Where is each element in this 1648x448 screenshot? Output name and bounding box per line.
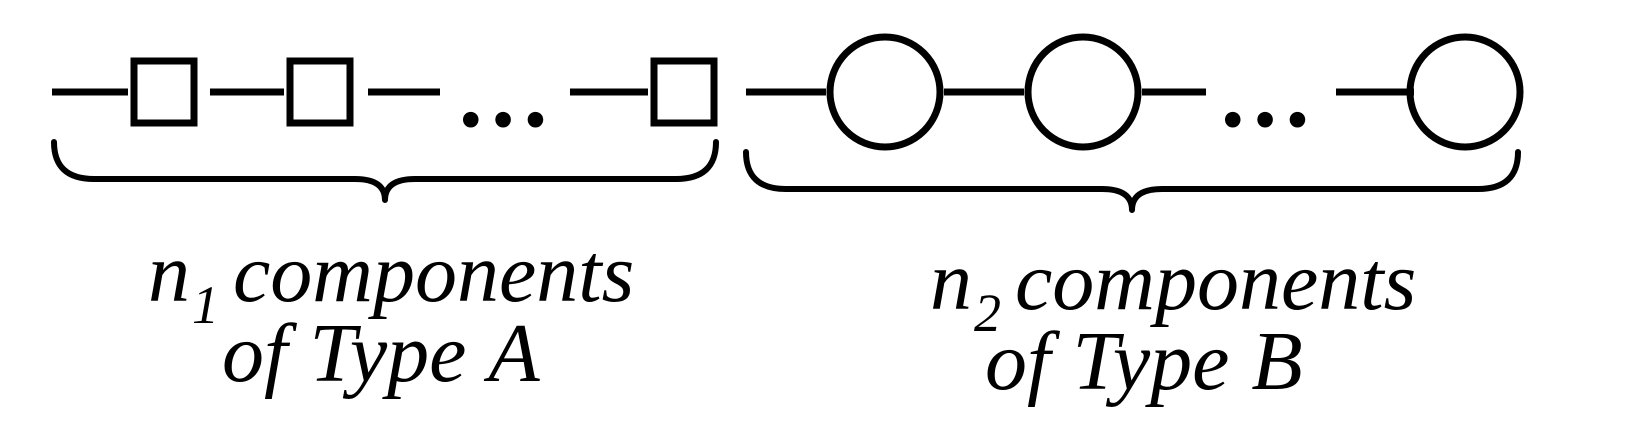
chain-type-a: … [52, 40, 718, 147]
components-word-a: components [233, 227, 635, 320]
type-word-b: Type [1072, 315, 1230, 408]
components-word-b: components [1015, 235, 1417, 328]
component-square [650, 57, 718, 127]
brace-type-b [743, 149, 1521, 213]
braces [51, 139, 1521, 213]
of-word-a: of [222, 307, 288, 400]
count-subscript-b: 2 [974, 283, 1001, 343]
component-square [286, 57, 354, 127]
count-subscript-a: 1 [192, 275, 219, 335]
ellipsis-dots: … [455, 40, 551, 147]
count-variable-b: n [930, 235, 972, 328]
chain-type-b: … [746, 33, 1524, 151]
component-square [130, 57, 198, 127]
brace-type-a [51, 139, 719, 203]
ellipsis-dots: … [1217, 40, 1313, 147]
component-circle [826, 33, 944, 151]
type-letter-a: A [488, 307, 540, 400]
of-word-b: of [985, 315, 1051, 408]
component-circle [1024, 33, 1142, 151]
type-letter-b: B [1251, 315, 1303, 408]
count-variable-a: n [148, 227, 190, 320]
component-circle [1406, 33, 1524, 151]
type-word-a: Type [309, 307, 467, 400]
